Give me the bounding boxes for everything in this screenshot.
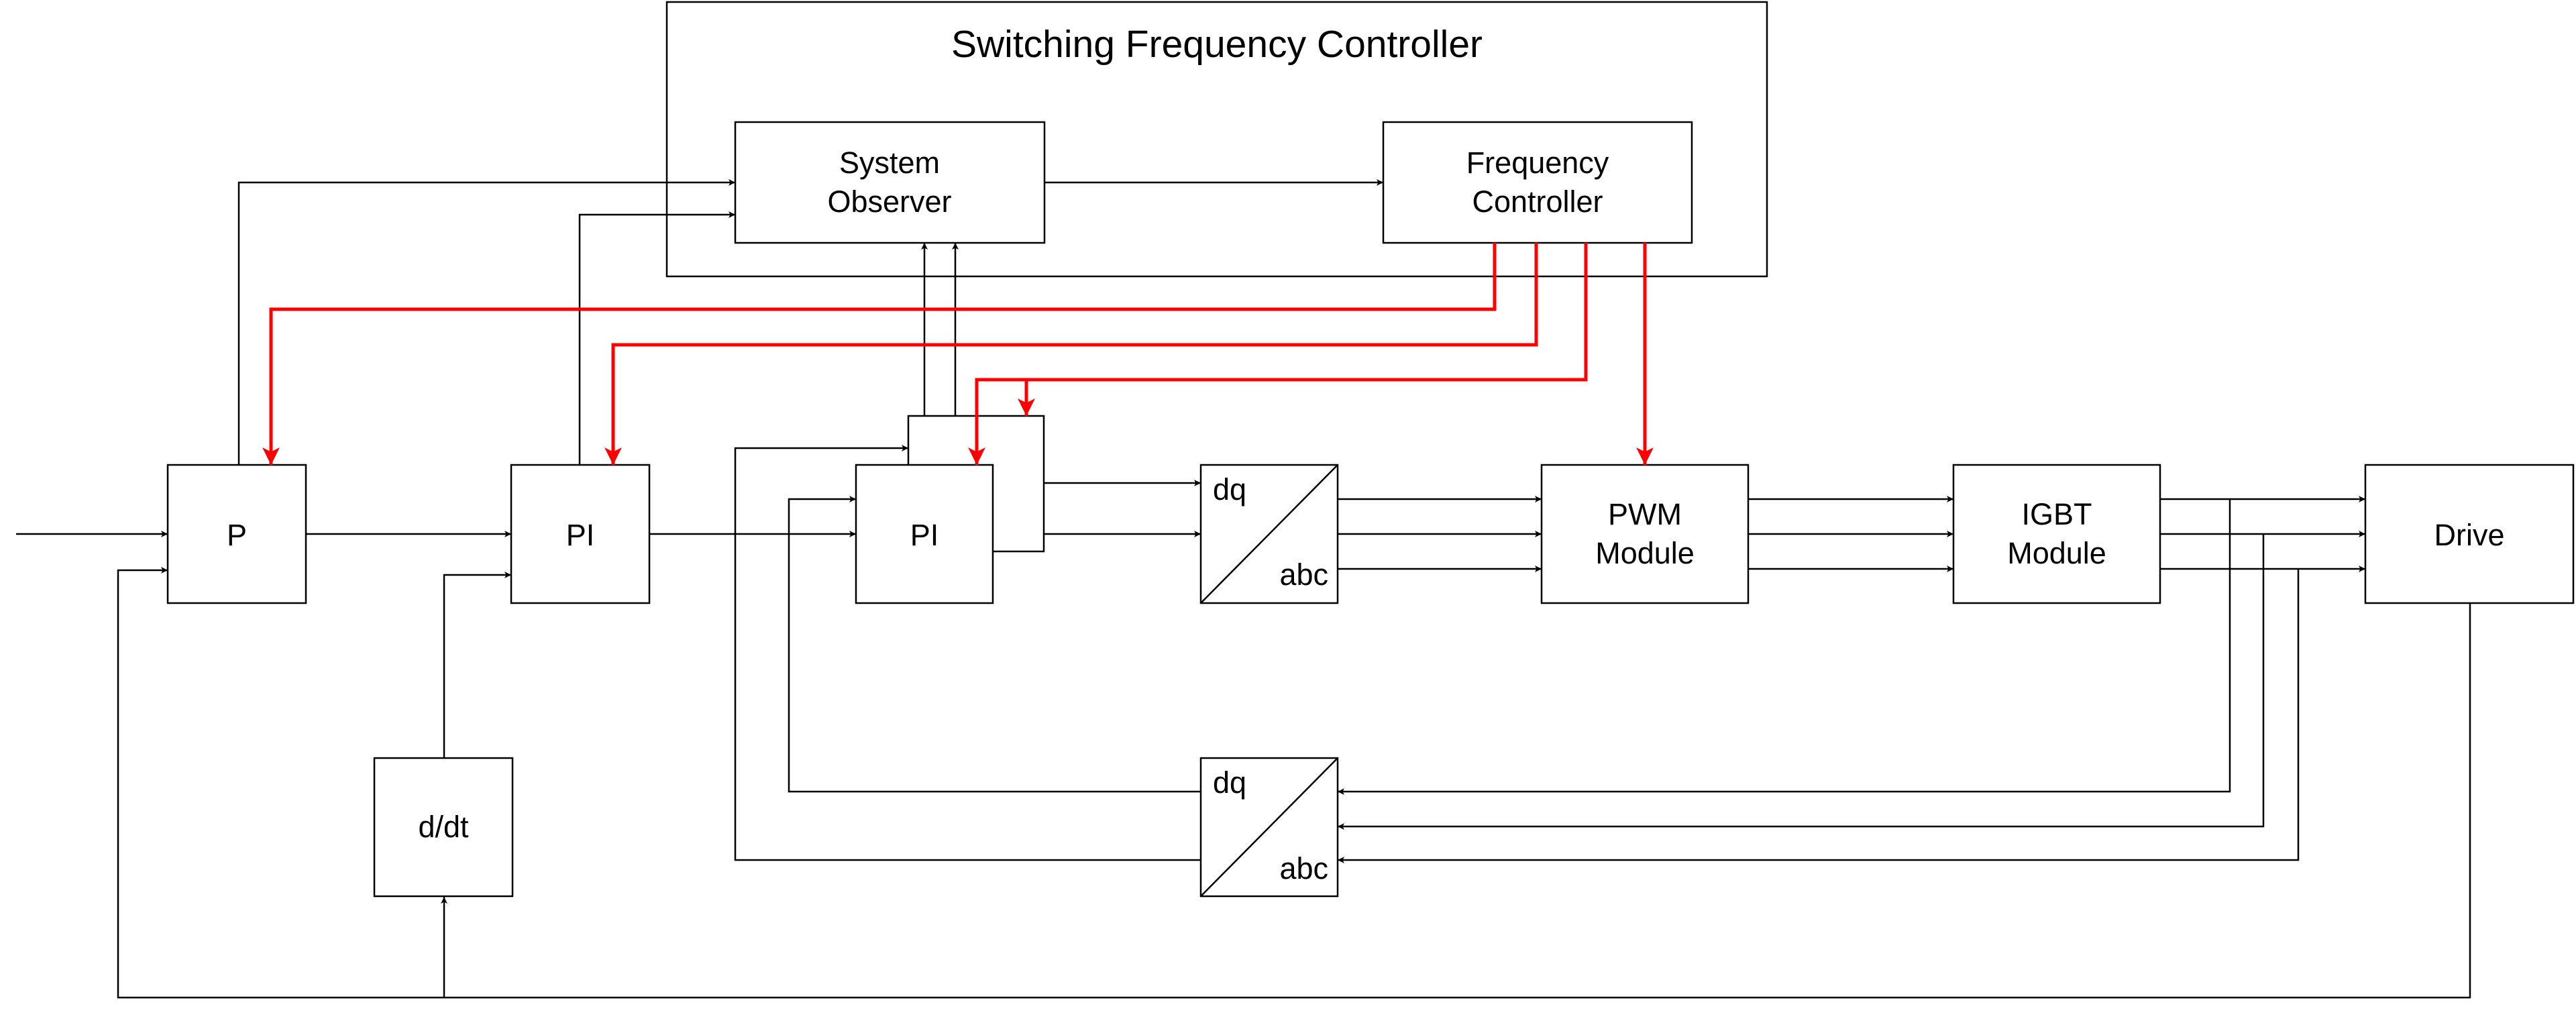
system-observer-label-line-2: Observer [827, 184, 951, 219]
switching-frequency-controller-frame: Switching Frequency Controller [665, 1, 1768, 278]
frequency-controller-label-line-1: Frequency [1466, 146, 1609, 180]
pi-outer-controller-label: PI [566, 518, 595, 552]
signal-lines [16, 179, 2471, 999]
frequency-control-signals [262, 243, 1654, 465]
pwm-module-label-line-2: Module [1595, 536, 1695, 570]
frequency-controller-block: Frequency Controller [1382, 121, 1693, 244]
freq-signal-to-pi-inner [968, 243, 1588, 465]
derivative-label: d/dt [418, 810, 469, 844]
igbt-module-label-line-1: IGBT [2021, 497, 2092, 531]
drive-block: Drive [2364, 464, 2575, 604]
frequency-controller-label-line-2: Controller [1472, 184, 1603, 219]
p-controller-block: P [166, 464, 307, 604]
transform-forward-abc-label: abc [1279, 557, 1328, 592]
dq-abc-transform-forward-block: dq abc [1199, 464, 1339, 604]
p-controller-label: P [227, 518, 247, 552]
dq-abc-transform-feedback-block: dq abc [1199, 757, 1339, 898]
transform-forward-dq-label: dq [1213, 472, 1246, 506]
system-observer-block: System Observer [734, 121, 1046, 244]
igbt-module-label-line-2: Module [2007, 536, 2106, 570]
igbt-module-block: IGBT Module [1952, 464, 2161, 604]
transform-feedback-dq-label: dq [1213, 765, 1246, 800]
controller-title: Switching Frequency Controller [951, 23, 1483, 66]
freq-signal-to-p [262, 243, 1497, 465]
drive-label: Drive [2434, 518, 2504, 552]
pi-inner-controller-label: PI [910, 518, 939, 552]
freq-signal-to-pi-outer [604, 243, 1538, 465]
transform-feedback-abc-label: abc [1279, 851, 1328, 886]
pi-outer-controller-block: PI [510, 464, 651, 604]
derivative-block: d/dt [373, 757, 514, 898]
pwm-module-block: PWM Module [1540, 464, 1750, 604]
system-observer-label-line-1: System [839, 146, 940, 180]
pwm-module-label-line-1: PWM [1608, 497, 1682, 531]
pi-inner-controller-block: PI [855, 415, 1045, 604]
